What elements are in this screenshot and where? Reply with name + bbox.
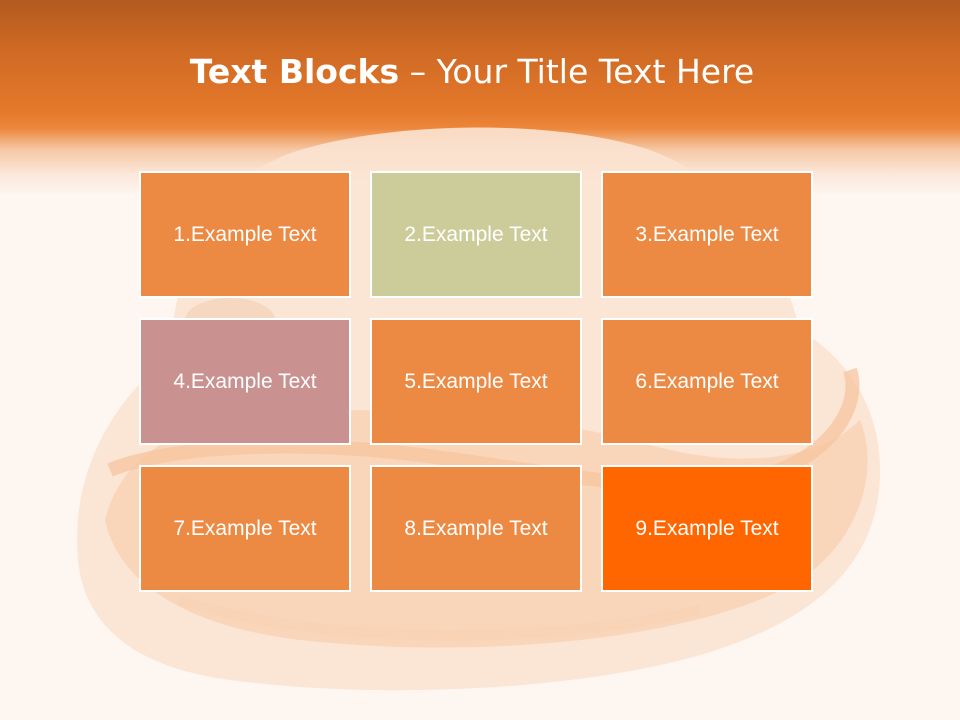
- title-bold-part: Text Blocks: [189, 52, 400, 91]
- text-block-label: 1.Example Text: [173, 222, 317, 246]
- text-block-2: 2.Example Text: [370, 171, 582, 298]
- text-block-4: 4.Example Text: [139, 318, 351, 445]
- text-block-label: 7.Example Text: [173, 516, 317, 540]
- text-block-5: 5.Example Text: [370, 318, 582, 445]
- text-block-9: 9.Example Text: [601, 465, 813, 592]
- text-block-label: 8.Example Text: [404, 516, 548, 540]
- text-block-1: 1.Example Text: [139, 171, 351, 298]
- text-block-label: 9.Example Text: [635, 516, 779, 540]
- text-block-label: 6.Example Text: [635, 369, 779, 393]
- slide-title: Text Blocks – Your Title Text Here: [0, 52, 944, 91]
- text-block-label: 3.Example Text: [635, 222, 779, 246]
- text-block-7: 7.Example Text: [139, 465, 351, 592]
- text-block-6: 6.Example Text: [601, 318, 813, 445]
- text-block-8: 8.Example Text: [370, 465, 582, 592]
- title-rest-part: – Your Title Text Here: [399, 52, 755, 91]
- text-block-label: 5.Example Text: [404, 369, 548, 393]
- text-block-3: 3.Example Text: [601, 171, 813, 298]
- text-block-label: 2.Example Text: [404, 222, 548, 246]
- text-block-label: 4.Example Text: [173, 369, 317, 393]
